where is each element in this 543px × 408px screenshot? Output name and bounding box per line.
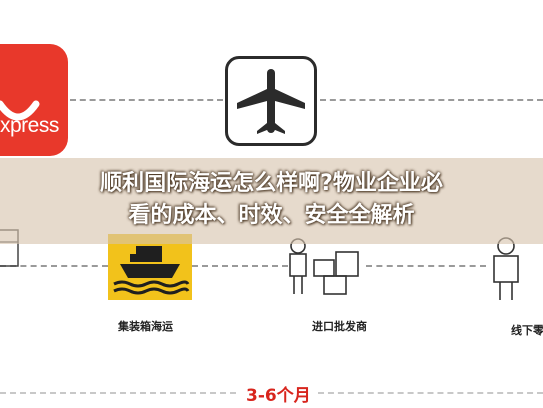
logo-text: xpress (0, 114, 59, 137)
step-label-sea-freight: 集装箱海运 (118, 320, 173, 333)
connector-line (366, 265, 486, 267)
air-freight-box (225, 56, 317, 146)
logo-smile-icon (0, 100, 40, 121)
duration-label: 3-6个月 (246, 386, 311, 406)
title-line-1: 顺利国际海运怎么样啊?物业企业必 (100, 171, 443, 196)
cargo-ship-icon (113, 246, 190, 295)
timeline-line (0, 392, 236, 394)
connector-line (0, 265, 108, 267)
title-line-2: 看的成本、时效、安全全解析 (128, 203, 415, 228)
title-banner: 顺利国际海运怎么样啊?物业企业必 看的成本、时效、安全全解析 (0, 158, 543, 244)
worker-boxes-icon (289, 238, 359, 295)
airplane-icon (237, 69, 305, 134)
person-icon (493, 237, 519, 300)
step-label-importer: 进口批发商 (312, 320, 367, 333)
connector-line (70, 99, 223, 101)
connector-line (192, 265, 288, 267)
connector-line (320, 99, 543, 101)
sea-freight-box (108, 234, 192, 300)
timeline-line (318, 392, 543, 394)
aliexpress-logo (0, 44, 68, 156)
step-label-offline: 线下零 (511, 324, 543, 337)
